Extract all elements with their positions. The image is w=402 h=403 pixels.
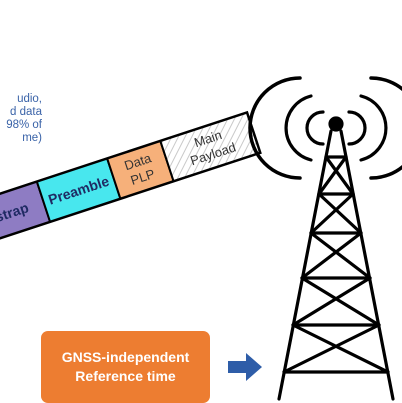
frame-strip: otstrap Preamble Data PLP Main Payload: [0, 110, 262, 244]
note-line: me): [22, 132, 42, 144]
note-line: d data: [10, 106, 42, 118]
reference-line: GNSS-independent: [61, 349, 190, 365]
right-arrow-icon: [228, 353, 262, 381]
segment-label: PLP: [129, 166, 157, 188]
reference-time-box: GNSS-independent Reference time: [41, 331, 210, 403]
note-line: 98% of: [6, 119, 42, 131]
reference-line: Reference time: [75, 368, 176, 384]
broadcast-tower-icon: [248, 76, 402, 401]
segment-main-payload: [159, 111, 262, 183]
note-text: udio, d data 98% of me): [0, 93, 42, 145]
note-line: udio,: [17, 93, 42, 105]
